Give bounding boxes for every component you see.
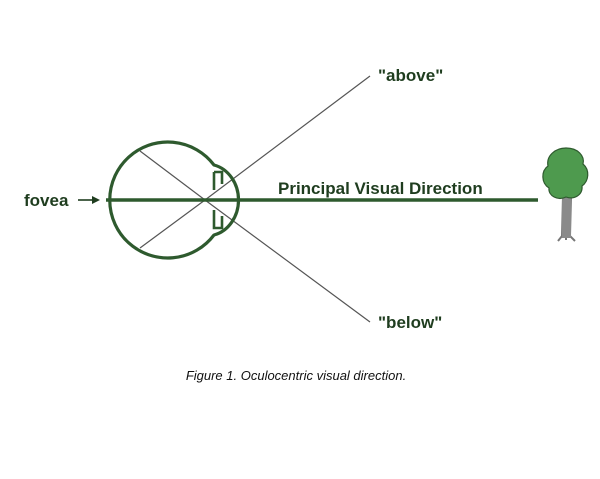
ray-inside-upper xyxy=(139,150,206,201)
ray-inside-lower xyxy=(139,199,206,249)
lens-lower-mark xyxy=(212,210,224,230)
label-principal-visual-direction: Principal Visual Direction xyxy=(278,179,483,198)
lens-upper-mark xyxy=(212,170,224,190)
label-below: "below" xyxy=(378,313,442,332)
eye-outline xyxy=(108,140,241,260)
fovea-arrow-icon xyxy=(92,196,100,204)
figure-caption: Figure 1. Oculocentric visual direction. xyxy=(186,368,406,383)
tree-icon xyxy=(542,147,589,242)
label-fovea: fovea xyxy=(24,191,69,210)
tree-foliage xyxy=(542,147,589,200)
ray-below xyxy=(204,199,371,323)
label-above: "above" xyxy=(378,66,443,85)
